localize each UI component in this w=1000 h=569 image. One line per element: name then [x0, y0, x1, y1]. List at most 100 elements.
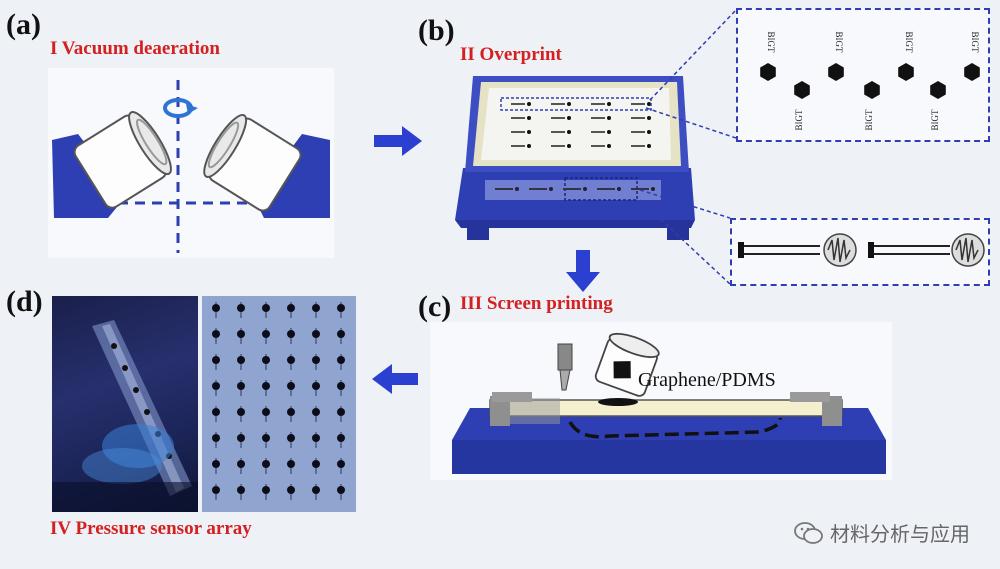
grid-sensor-dot: [607, 144, 611, 148]
grid-sensor-dot: [647, 144, 651, 148]
grid-electrode: [551, 103, 565, 105]
array-sensor-dot: [237, 382, 245, 390]
strip-electrode: [495, 188, 513, 190]
strip-dot: [515, 187, 519, 191]
array-sensor-dot: [237, 486, 245, 494]
panel-c-letter: (c): [418, 290, 452, 323]
array-sensor-dot: [262, 304, 270, 312]
array-sensor-dot: [237, 408, 245, 416]
array-sensor-dot: [287, 382, 295, 390]
strip-dot: [549, 187, 553, 191]
grid-electrode: [591, 145, 605, 147]
overprint-sensor-grid: [511, 102, 651, 148]
grid-sensor-dot: [567, 116, 571, 120]
grid-electrode: [631, 103, 645, 105]
grid-electrode: [511, 103, 525, 105]
graphene-pdms-label: Graphene/PDMS: [638, 369, 776, 391]
zoom-sensor: [730, 218, 990, 286]
panel-c-title: III Screen printing: [460, 293, 613, 314]
tube-sensor-dot: [144, 409, 150, 415]
hex-electrode: [760, 63, 776, 81]
array-sensor-dot: [337, 356, 345, 364]
arrow-c-to-d: [372, 364, 418, 394]
grid-sensor-dot: [527, 144, 531, 148]
panel-d-letter: (d): [6, 285, 43, 318]
grid-sensor-dot: [647, 116, 651, 120]
hex-electrode: [828, 63, 844, 81]
strip-electrode: [597, 188, 615, 190]
array-sensor-dot: [287, 434, 295, 442]
bigt-label: BIGT: [864, 109, 874, 130]
array-sensor-dot: [312, 486, 320, 494]
array-sensor-dot: [212, 460, 220, 468]
array-sensor-dot: [312, 356, 320, 364]
hex-electrode: [898, 63, 914, 81]
panel-b-letter: (b): [418, 14, 455, 47]
array-sensor-dot: [337, 434, 345, 442]
panel-a-letter: (a): [6, 8, 41, 41]
grid-sensor-dot: [567, 144, 571, 148]
array-sensor-dot: [212, 434, 220, 442]
array-sensor-dot: [312, 382, 320, 390]
array-sensor-dot: [287, 304, 295, 312]
bigt-label: BIGT: [794, 109, 804, 130]
grid-electrode: [591, 117, 605, 119]
array-sensor-dot: [312, 304, 320, 312]
strip-dot: [651, 187, 655, 191]
array-sensor-dot: [212, 486, 220, 494]
grid-sensor-dot: [607, 130, 611, 134]
arrow-a-to-b: [374, 126, 422, 156]
strip-electrode: [631, 188, 649, 190]
sensor-photo: [52, 296, 198, 512]
tube-sensor-dot: [111, 343, 117, 349]
watermark-text: 材料分析与应用: [830, 522, 970, 546]
array-sensor-dot: [212, 304, 220, 312]
grid-electrode: [551, 117, 565, 119]
array-sensor-dot: [337, 382, 345, 390]
watermark: 材料分析与应用: [794, 518, 970, 547]
array-sensor-dot: [287, 330, 295, 338]
bigt-label: BIGT: [766, 32, 776, 53]
strip-dot: [583, 187, 587, 191]
grid-sensor-dot: [647, 102, 651, 106]
grid-electrode: [631, 131, 645, 133]
bigt-label: BIGT: [930, 109, 940, 130]
array-sensor-dot: [237, 434, 245, 442]
bigt-label: BIGT: [904, 32, 914, 53]
arrow-b-to-c: [566, 250, 600, 292]
grid-sensor-dot: [567, 130, 571, 134]
array-sensor-dot: [237, 330, 245, 338]
hex-electrode: [930, 81, 946, 99]
bigt-label: BIGT: [970, 32, 980, 53]
array-sensor-dot: [287, 460, 295, 468]
sensor-element-left: [738, 233, 857, 267]
grid-electrode: [631, 145, 645, 147]
sensor-element-right: [868, 233, 985, 267]
array-sensor-dot: [262, 486, 270, 494]
array-sensor-dot: [337, 460, 345, 468]
array-sensor-dot: [212, 382, 220, 390]
array-sensor-dot: [287, 486, 295, 494]
array-sensor-dot: [262, 382, 270, 390]
grid-electrode: [591, 131, 605, 133]
bigt-label: BIGT: [834, 32, 844, 53]
strip-dot: [617, 187, 621, 191]
array-sensor-dot: [287, 408, 295, 416]
array-sensor-dot: [212, 330, 220, 338]
grid-electrode: [511, 117, 525, 119]
grid-sensor-dot: [647, 130, 651, 134]
panel-c-illustration: Graphene/PDMS: [430, 322, 892, 480]
panel-b-illustration: [455, 70, 705, 245]
array-sensor-dot: [312, 408, 320, 416]
strip-electrode: [563, 188, 581, 190]
tube-sensor-dot: [133, 387, 139, 393]
grid-electrode: [551, 145, 565, 147]
array-sensor-dot: [337, 330, 345, 338]
grid-sensor-dot: [527, 130, 531, 134]
array-sensor-dot: [337, 486, 345, 494]
hex-electrode: [794, 81, 810, 99]
array-sensor-dot: [212, 408, 220, 416]
grid-electrode: [511, 145, 525, 147]
array-sensor-dot: [312, 330, 320, 338]
array-sensor-dot: [212, 356, 220, 364]
